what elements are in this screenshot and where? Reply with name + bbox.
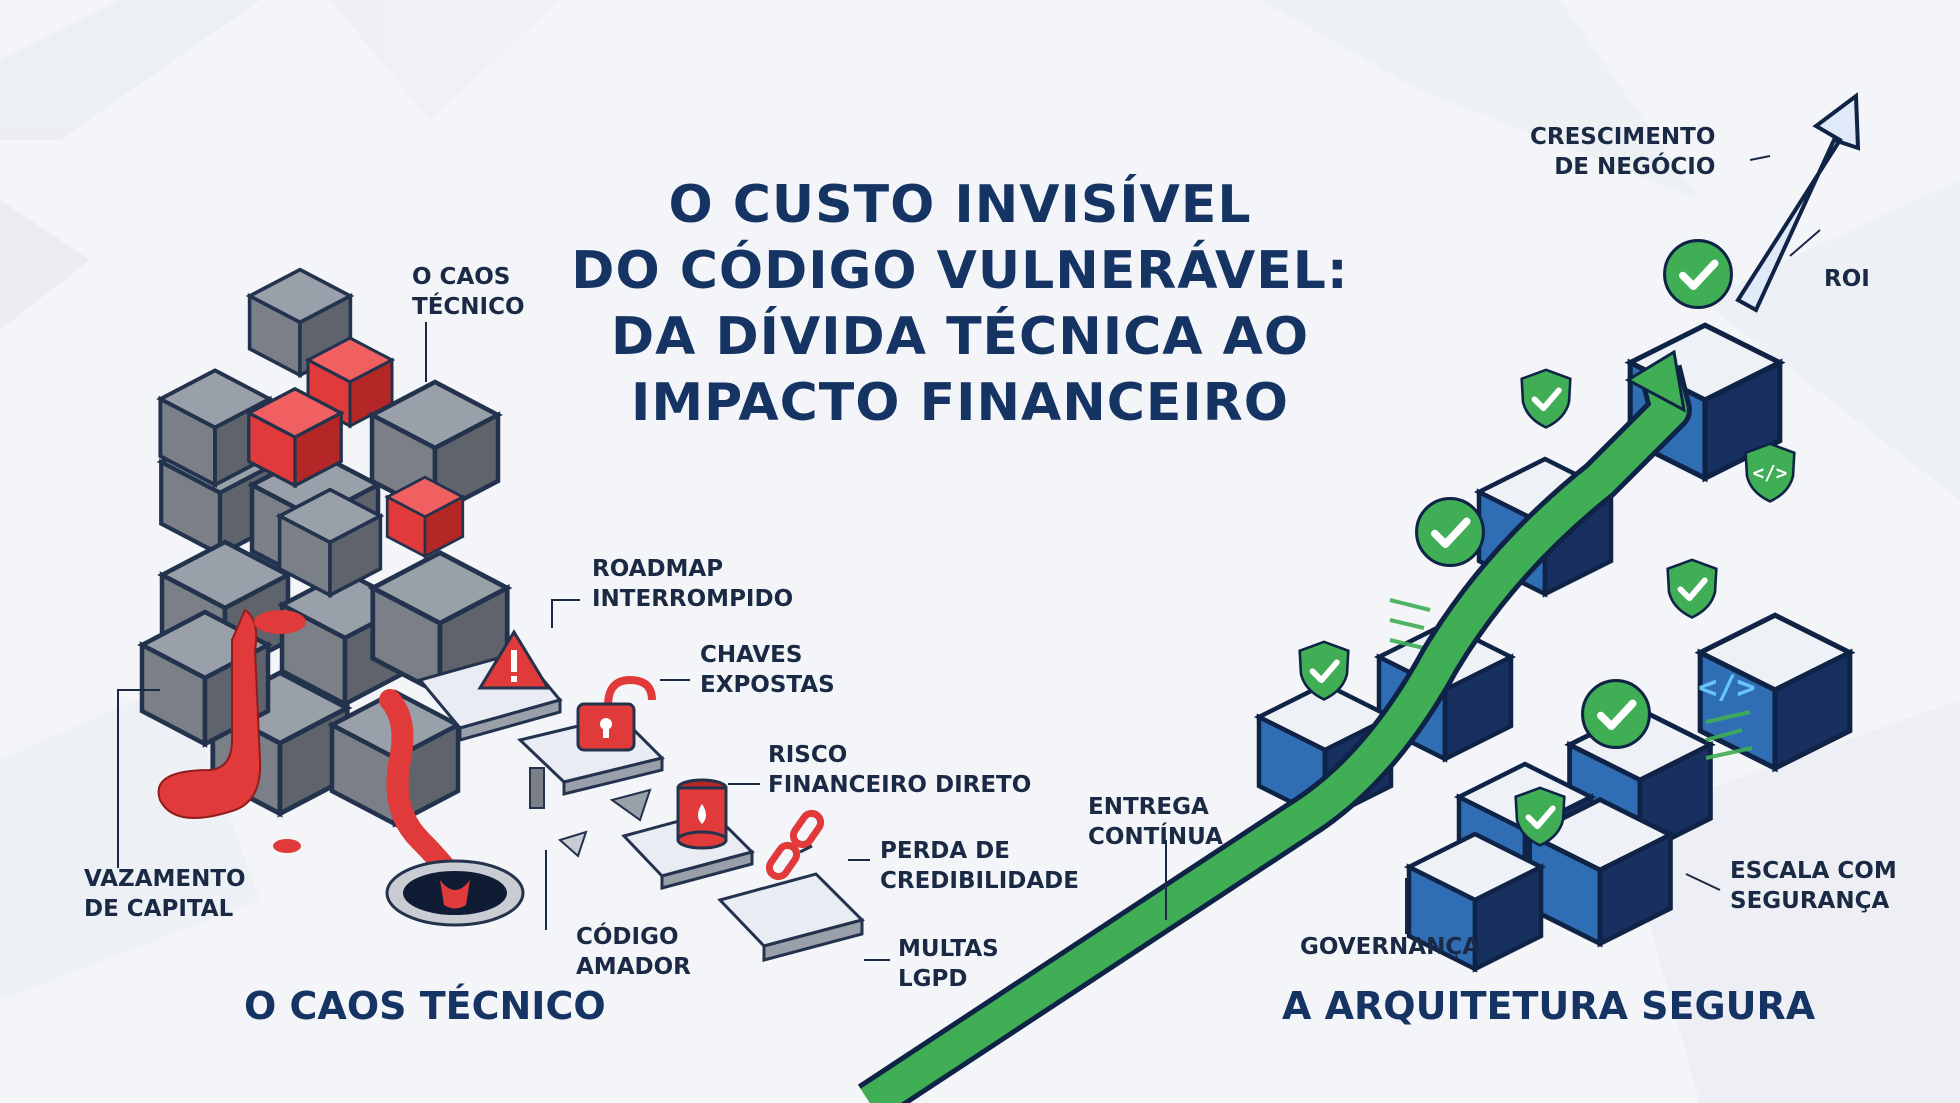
label-perda: PERDA DE CREDIBILIDADE — [880, 836, 1079, 896]
label-multas: MULTAS LGPD — [898, 934, 999, 994]
label-crescimento: CRESCIMENTO DE NEGÓCIO — [1530, 122, 1715, 182]
label-line: ENTREGA — [1088, 794, 1209, 820]
label-roadmap: ROADMAP INTERROMPIDO — [592, 554, 793, 614]
label-roi: ROI — [1824, 266, 1870, 292]
title-line-3: DA DÍVIDA TÉCNICA AO — [610, 307, 1310, 367]
label-line: CREDIBILIDADE — [880, 868, 1079, 894]
label-line: TÉCNICO — [412, 294, 525, 320]
title-line-1: O CUSTO INVISÍVEL — [668, 175, 1252, 235]
warning-icon — [477, 629, 551, 690]
label-risco: RISCO FINANCEIRO DIRETO — [768, 740, 1031, 800]
label-line: AMADOR — [576, 954, 691, 980]
label-line: CONTÍNUA — [1088, 824, 1223, 850]
label-line: ESCALA COM — [1730, 858, 1897, 884]
label-entrega: ENTREGA CONTÍNUA — [1088, 792, 1223, 852]
open-padlock-icon — [576, 675, 656, 752]
label-caos-tecnico: O CAOS TÉCNICO — [412, 262, 525, 322]
check-icon — [1417, 499, 1484, 566]
label-line: INTERROMPIDO — [592, 586, 794, 612]
label-codigo-amador: CÓDIGO AMADOR — [576, 922, 691, 982]
title-line-2: DO CÓDIGO VULNERÁVEL: — [571, 241, 1349, 301]
delivery-pipeline — [857, 349, 1692, 1103]
check-icon — [1583, 681, 1650, 748]
label-line: PERDA DE — [880, 838, 1010, 864]
label-line: CHAVES — [700, 642, 803, 668]
code-panel: </> — [1389, 598, 1756, 760]
label-line: CÓDIGO — [576, 924, 679, 950]
label-line: SEGURANÇA — [1730, 888, 1890, 914]
section-title-secure: A ARQUITETURA SEGURA — [1282, 984, 1816, 1028]
growth-arrow-icon — [1735, 92, 1861, 313]
label-line: VAZAMENTO — [84, 866, 246, 892]
label-line: DE CAPITAL — [84, 896, 234, 922]
section-title-chaos: O CAOS TÉCNICO — [244, 984, 606, 1028]
label-vazamento: VAZAMENTO DE CAPITAL — [84, 864, 246, 924]
label-escala: ESCALA COM SEGURANÇA — [1730, 856, 1897, 916]
shield-check-icon — [1522, 370, 1571, 428]
label-line: FINANCEIRO DIRETO — [768, 772, 1032, 798]
title-line-4: IMPACTO FINANCEIRO — [630, 373, 1290, 433]
code-icon — [1744, 442, 1796, 503]
label-line: LGPD — [898, 966, 968, 992]
capital-leak — [157, 608, 466, 891]
shield-check-icon — [1668, 560, 1717, 618]
check-icon — [1665, 241, 1732, 308]
label-line: O CAOS — [412, 264, 511, 290]
label-line: DE NEGÓCIO — [1554, 154, 1716, 180]
main-title: O CUSTO INVISÍVEL DO CÓDIGO VULNERÁVEL: … — [560, 172, 1360, 436]
label-line: CRESCIMENTO — [1530, 124, 1716, 150]
label-chaves: CHAVES EXPOSTAS — [700, 640, 835, 700]
drain-hole — [385, 859, 525, 927]
broken-chain-icon — [765, 809, 825, 881]
leader-lines — [117, 155, 1821, 961]
oil-barrel-icon — [676, 778, 728, 850]
label-line: EXPOSTAS — [700, 672, 835, 698]
label-line: RISCO — [768, 742, 848, 768]
svg-text:</>: </> — [1698, 668, 1756, 706]
label-line: MULTAS — [898, 936, 999, 962]
chaos-cube-pile — [142, 267, 507, 824]
label-governanca: GOVERNANÇA — [1300, 934, 1481, 960]
label-line: ROADMAP — [592, 556, 724, 582]
